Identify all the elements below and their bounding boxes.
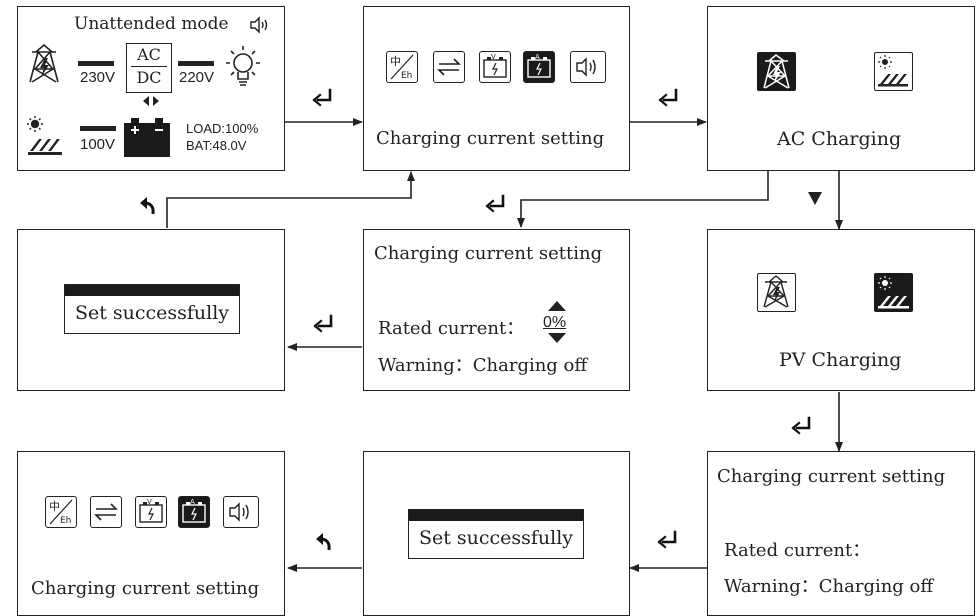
screen-charging-current-setting-2: Charging current setting Rated current： … bbox=[707, 451, 975, 616]
speaker-icon bbox=[250, 16, 268, 34]
enter-key-icon bbox=[658, 88, 678, 107]
enter-key-icon bbox=[657, 530, 677, 549]
pv-charging-label: PV Charging bbox=[779, 349, 902, 371]
battery-voltage-icon[interactable]: V bbox=[479, 51, 511, 83]
arrow-ac-to-setting bbox=[517, 170, 769, 228]
rated-current-label: Rated current： bbox=[378, 318, 525, 339]
svg-text:V: V bbox=[491, 53, 496, 61]
load-readout: LOAD:100% bbox=[186, 121, 259, 136]
rated-current-label-2: Rated current： bbox=[724, 540, 871, 561]
warning-text: Warning：Charging off bbox=[378, 355, 588, 376]
svg-text:中: 中 bbox=[49, 500, 60, 513]
setting-title-2: Charging current setting bbox=[717, 466, 946, 487]
dc-label: DC bbox=[136, 68, 162, 87]
svg-text:V: V bbox=[147, 498, 152, 506]
down-triangle-icon bbox=[808, 192, 822, 205]
success-message: Set successfully bbox=[74, 302, 230, 324]
transfer-arrows-icon[interactable] bbox=[90, 496, 122, 528]
increase-arrow-icon[interactable] bbox=[546, 299, 568, 313]
menu-title-2: Charging current setting bbox=[31, 578, 260, 599]
ac-voltage-bar bbox=[78, 61, 114, 66]
enter-key-icon bbox=[485, 194, 505, 213]
success-message-2: Set successfully bbox=[418, 527, 574, 549]
svg-text:A: A bbox=[190, 498, 195, 506]
enter-key-icon bbox=[791, 416, 811, 435]
battery-voltage-icon[interactable]: V bbox=[135, 496, 167, 528]
svg-text:Eh: Eh bbox=[60, 516, 71, 526]
svg-text:A: A bbox=[535, 53, 540, 61]
pv-voltage-bar bbox=[80, 126, 116, 131]
battery-icon bbox=[124, 118, 170, 157]
output-voltage-bar bbox=[178, 61, 214, 66]
svg-text:Eh: Eh bbox=[401, 71, 412, 81]
enter-key-icon bbox=[312, 88, 332, 107]
svg-text:中: 中 bbox=[390, 55, 401, 68]
arrow-success-back-to-menu bbox=[166, 171, 415, 228]
menu-title: Charging current setting bbox=[376, 128, 605, 149]
return-arrow-icon bbox=[140, 197, 155, 215]
screen-unattended-mode: Unattended mode 230V AC DC 220V bbox=[17, 6, 285, 171]
light-bulb-icon bbox=[226, 46, 260, 86]
output-voltage: 220V bbox=[179, 69, 215, 86]
screen-set-successfully: Set successfully bbox=[17, 229, 285, 391]
speaker-icon[interactable] bbox=[223, 496, 259, 528]
solar-panel-icon bbox=[27, 116, 62, 155]
screen-ac-charging: AC Charging bbox=[707, 6, 975, 171]
battery-current-icon[interactable]: A bbox=[523, 51, 555, 83]
power-tower-icon[interactable] bbox=[757, 52, 796, 91]
enter-key-icon bbox=[313, 314, 333, 333]
screen-set-successfully-2: Set successfully bbox=[363, 451, 630, 616]
ac-dc-inverter-block: AC DC bbox=[126, 43, 172, 93]
flow-direction-icon bbox=[143, 96, 159, 106]
power-tower-icon bbox=[29, 44, 59, 83]
rated-current-value[interactable]: 0% bbox=[543, 314, 567, 331]
transfer-arrows-icon[interactable] bbox=[433, 51, 465, 83]
return-arrow-icon bbox=[316, 533, 331, 551]
screen-pv-charging: PV Charging bbox=[707, 229, 975, 391]
decrease-arrow-icon[interactable] bbox=[546, 331, 568, 345]
speaker-icon[interactable] bbox=[570, 51, 606, 83]
setting-title: Charging current setting bbox=[374, 243, 603, 264]
ac-charging-label: AC Charging bbox=[777, 128, 902, 150]
ac-voltage: 230V bbox=[80, 69, 116, 86]
success-dialog-2: Set successfully bbox=[408, 509, 584, 559]
pv-voltage: 100V bbox=[80, 136, 116, 153]
ac-label: AC bbox=[137, 45, 161, 64]
solar-panel-icon[interactable] bbox=[874, 52, 913, 91]
solar-panel-icon[interactable] bbox=[874, 273, 913, 312]
screen-charging-current-setting: Charging current setting Rated current： … bbox=[363, 229, 630, 391]
power-tower-icon[interactable] bbox=[757, 273, 796, 312]
battery-current-icon[interactable]: A bbox=[178, 496, 210, 528]
success-dialog: Set successfully bbox=[64, 284, 240, 334]
battery-readout: BAT:48.0V bbox=[186, 138, 247, 153]
warning-text-2: Warning：Charging off bbox=[724, 576, 934, 597]
mode-title: Unattended mode bbox=[74, 14, 229, 34]
